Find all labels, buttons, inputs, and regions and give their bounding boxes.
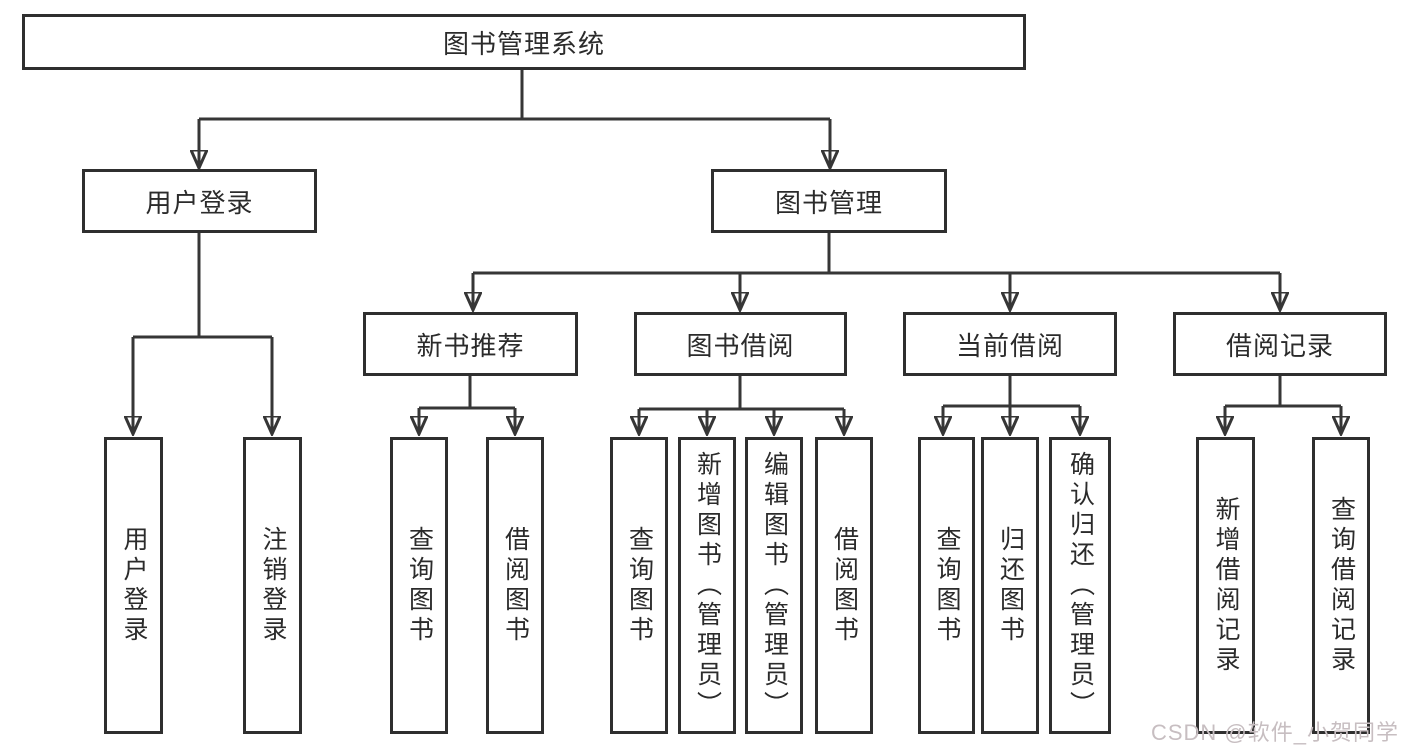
leaf-query-books-current: 查询图书	[918, 437, 975, 734]
node-label: 新增借阅记录	[1212, 495, 1240, 676]
node-new-book-recommendation: 新书推荐	[363, 312, 578, 376]
node-label: 新书推荐	[416, 330, 525, 361]
leaf-edit-book-admin: 编辑图书（管理员）	[745, 437, 803, 734]
node-label: 确认归还（管理员）	[1066, 450, 1095, 721]
leaf-add-book-admin: 新增图书（管理员）	[678, 437, 736, 734]
node-label: 归还图书	[996, 525, 1025, 646]
node-label: 查询图书	[405, 525, 434, 646]
node-library-management-system: 图书管理系统	[22, 14, 1026, 70]
node-label: 用户登录	[145, 187, 254, 218]
csdn-watermark: CSDN @软件_小贺同学	[1150, 720, 1399, 745]
leaf-confirm-return-admin: 确认归还（管理员）	[1049, 437, 1111, 734]
node-borrowing-records: 借阅记录	[1173, 312, 1387, 376]
leaf-borrow-books: 借阅图书	[815, 437, 873, 734]
node-label: 注销登录	[259, 525, 287, 646]
node-label: 查询图书	[625, 525, 654, 646]
node-label: 借阅图书	[830, 525, 859, 646]
leaf-return-books: 归还图书	[981, 437, 1039, 734]
node-label: 图书管理	[774, 187, 883, 218]
node-label: 当前借阅	[955, 330, 1064, 361]
leaf-user-login: 用户登录	[104, 437, 163, 734]
leaf-borrow-books-recommend: 借阅图书	[486, 437, 544, 734]
node-label: 编辑图书（管理员）	[760, 450, 789, 721]
leaf-add-borrow-record: 新增借阅记录	[1196, 437, 1255, 734]
leaf-query-books-borrowing: 查询图书	[610, 437, 668, 734]
node-label: 借阅图书	[501, 525, 530, 646]
node-book-management: 图书管理	[711, 169, 947, 233]
node-label: 新增图书（管理员）	[693, 450, 722, 721]
node-label: 用户登录	[120, 525, 148, 646]
leaf-query-books-recommend: 查询图书	[390, 437, 448, 734]
node-label: 查询借阅记录	[1327, 495, 1356, 676]
node-label: 图书管理系统	[442, 28, 605, 59]
node-label: 查询图书	[933, 525, 961, 646]
leaf-logout: 注销登录	[243, 437, 302, 734]
node-label: 借阅记录	[1225, 330, 1334, 361]
node-book-borrowing: 图书借阅	[634, 312, 847, 376]
node-current-borrowing: 当前借阅	[903, 312, 1117, 376]
node-label: 图书借阅	[686, 330, 795, 361]
leaf-query-borrow-record: 查询借阅记录	[1312, 437, 1370, 734]
node-user-login: 用户登录	[82, 169, 317, 233]
